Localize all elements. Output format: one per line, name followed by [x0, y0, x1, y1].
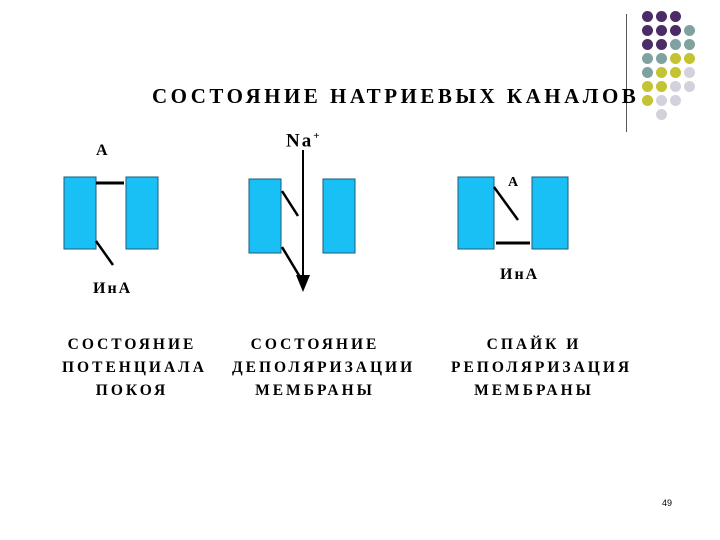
channel-wall-left	[248, 178, 282, 254]
channel-wall-left	[63, 176, 97, 250]
decor-dot	[642, 39, 653, 50]
decor-dot	[642, 81, 653, 92]
inactivation-gate-label: ИнА	[500, 266, 540, 283]
decor-dot	[684, 25, 695, 36]
sodium-charge: +	[313, 130, 322, 142]
decor-dot	[656, 67, 667, 78]
channel-wall-right	[531, 176, 569, 250]
decor-dot	[684, 53, 695, 64]
activation-gate-label: А	[508, 175, 521, 190]
channel-wall-right	[322, 178, 356, 254]
decor-dot	[684, 81, 695, 92]
decor-dot	[670, 25, 681, 36]
inactivation-gate-open	[280, 246, 302, 278]
caption-spike-repolarization: СПАЙК И РЕПОЛЯРИЗАЦИЯ МЕМБРАНЫ	[451, 336, 633, 399]
decor-dot	[670, 11, 681, 22]
decor-dot	[642, 67, 653, 78]
decor-dot	[670, 95, 681, 106]
channel-wall-right	[125, 176, 159, 250]
activation-gate-open	[280, 190, 300, 217]
decor-dot	[670, 81, 681, 92]
decor-dot	[656, 11, 667, 22]
page-number: 49	[662, 498, 673, 508]
decor-dot	[684, 39, 695, 50]
activation-gate-open	[492, 186, 520, 221]
slide-title: СОСТОЯНИЕ НАТРИЕВЫХ КАНАЛОВ	[152, 84, 640, 108]
decor-dot	[656, 81, 667, 92]
sodium-ion-label: Na+	[286, 130, 322, 152]
caption-depolarization: СОСТОЯНИЕ ДЕПОЛЯРИЗАЦИИ МЕМБРАНЫ	[232, 336, 416, 399]
decor-dot	[642, 53, 653, 64]
activation-gate-label: А	[96, 142, 110, 159]
channel-wall-left	[457, 176, 495, 250]
arrow-head	[296, 275, 310, 292]
decor-dot	[670, 53, 681, 64]
caption-resting-potential: СОСТОЯНИЕ ПОТЕНЦИАЛА ПОКОЯ	[62, 336, 207, 399]
decor-dot	[656, 39, 667, 50]
sodium-symbol: Na	[286, 130, 314, 152]
decor-dot	[670, 67, 681, 78]
decor-dot	[684, 67, 695, 78]
decor-dot	[656, 53, 667, 64]
inactivation-gate-open	[94, 240, 115, 266]
decor-dot	[642, 25, 653, 36]
decorative-divider-line	[626, 14, 627, 132]
decor-dot	[642, 95, 653, 106]
decor-dot	[656, 25, 667, 36]
decor-dot	[670, 39, 681, 50]
decor-dot	[656, 109, 667, 120]
decor-dot	[642, 11, 653, 22]
inactivation-gate-label: ИнА	[93, 280, 133, 297]
decor-dot	[656, 95, 667, 106]
